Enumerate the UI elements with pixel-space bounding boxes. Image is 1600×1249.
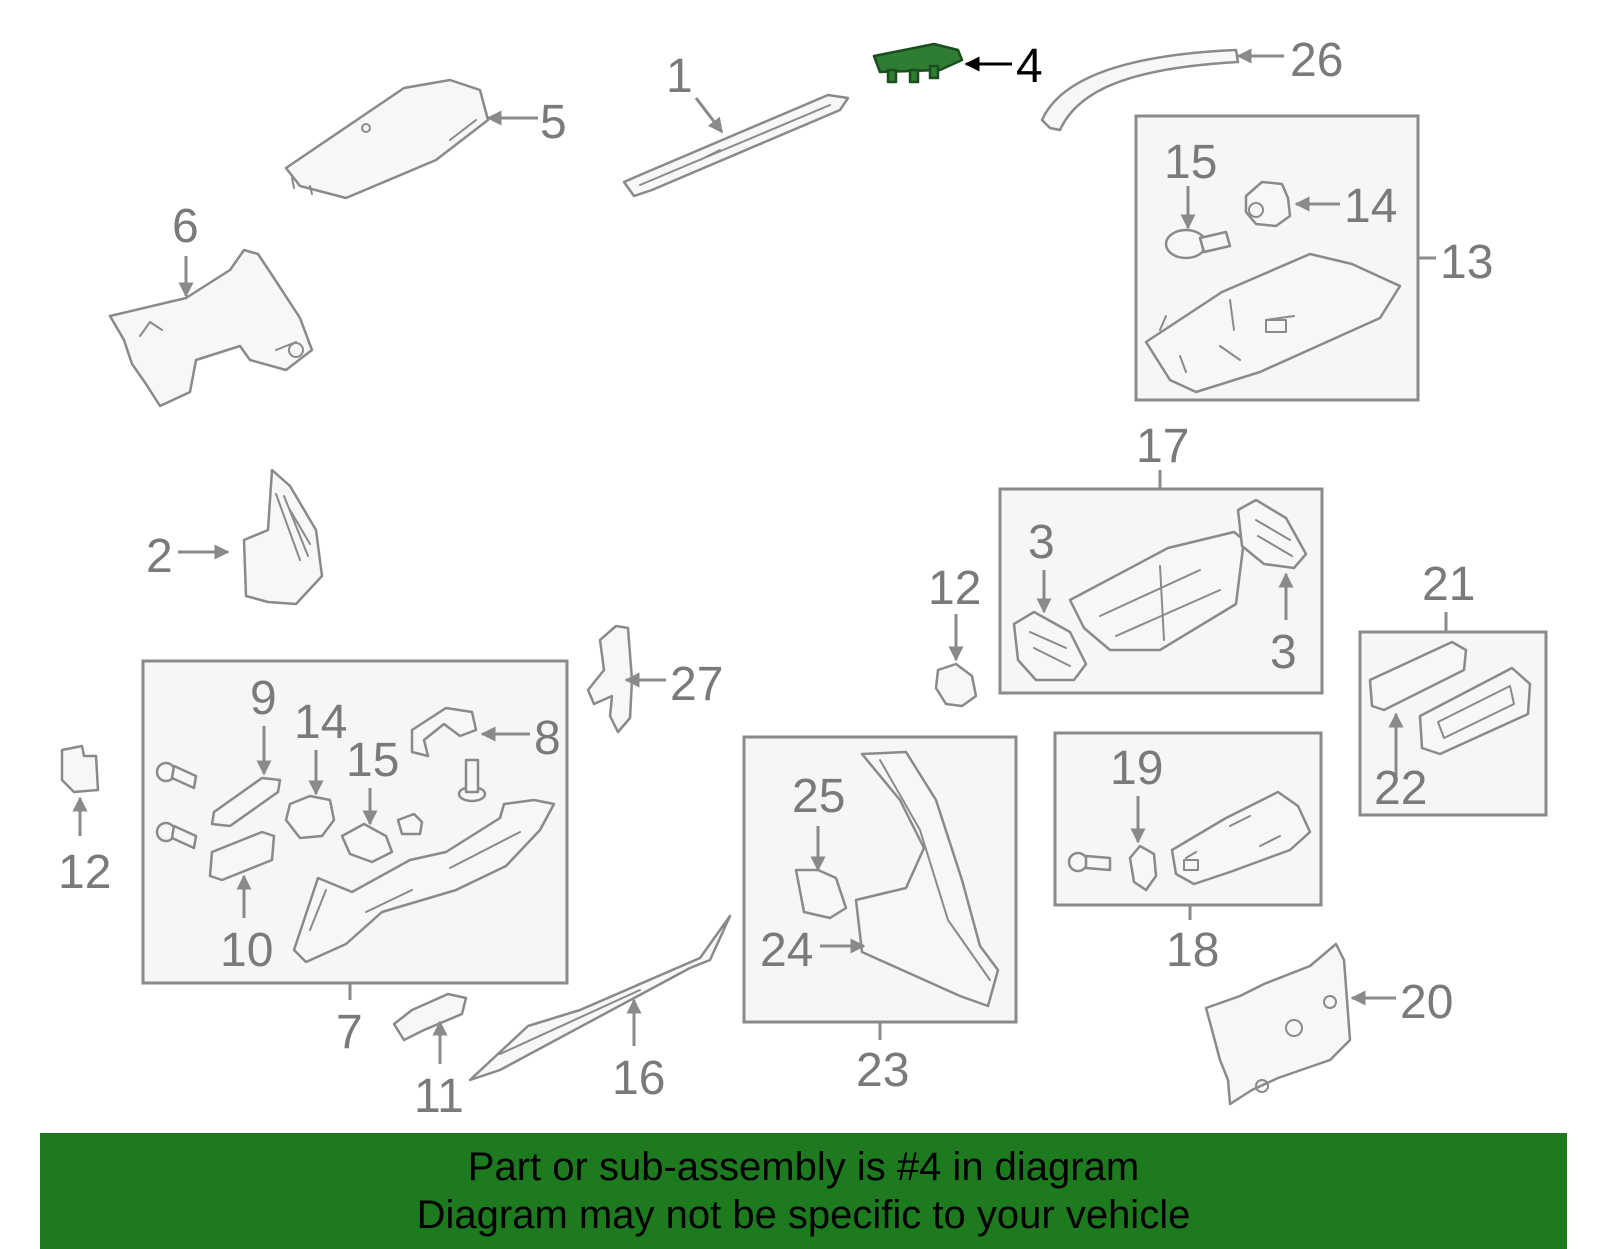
callout-3-right: 3 bbox=[1270, 626, 1297, 679]
part-15-bulb-top bbox=[1164, 228, 1232, 260]
callout-22: 22 bbox=[1374, 762, 1427, 815]
callout-4: 4 bbox=[1016, 40, 1043, 93]
part-9-light bbox=[210, 776, 282, 828]
part-3-vent-right bbox=[1236, 498, 1308, 570]
part-7-lower-panel bbox=[292, 798, 556, 964]
part-27-bracket bbox=[586, 624, 634, 734]
part-3-vent-left bbox=[1012, 610, 1088, 682]
part-4-highlighted-cover bbox=[872, 42, 964, 84]
callout-21: 21 bbox=[1422, 558, 1475, 611]
callout-7: 7 bbox=[336, 1006, 363, 1059]
part-1-rail bbox=[622, 93, 850, 198]
banner-line-2: Diagram may not be specific to your vehi… bbox=[416, 1193, 1191, 1237]
callout-15-lower: 15 bbox=[346, 734, 399, 787]
callout-25: 25 bbox=[792, 770, 845, 823]
screw-lower bbox=[155, 821, 198, 850]
callout-26: 26 bbox=[1290, 34, 1343, 87]
callout-2: 2 bbox=[146, 530, 173, 583]
clip-small bbox=[396, 812, 424, 836]
part-16-sill-plate bbox=[468, 914, 732, 1082]
callout-3-left: 3 bbox=[1028, 516, 1055, 569]
screw-18 bbox=[1067, 851, 1112, 873]
part-6-bracket bbox=[108, 248, 314, 408]
callout-20: 20 bbox=[1400, 976, 1453, 1029]
callout-15-top: 15 bbox=[1164, 136, 1217, 189]
part-14-switch-lower bbox=[284, 794, 336, 840]
part-19-clip bbox=[1128, 844, 1158, 892]
callout-19: 19 bbox=[1110, 742, 1163, 795]
part-11-clip bbox=[392, 992, 468, 1042]
callout-27: 27 bbox=[670, 658, 723, 711]
part-14-switch-top bbox=[1244, 180, 1292, 228]
callout-24: 24 bbox=[760, 924, 813, 977]
part-18-panel bbox=[1170, 790, 1312, 886]
callout-14-lower: 14 bbox=[294, 696, 347, 749]
callout-8: 8 bbox=[534, 712, 561, 765]
callout-23: 23 bbox=[856, 1044, 909, 1097]
callout-6: 6 bbox=[172, 200, 199, 253]
part-22-trim-strip bbox=[1368, 640, 1468, 712]
callout-11: 11 bbox=[414, 1070, 464, 1123]
banner-line-1: Part or sub-assembly is #4 in diagram bbox=[467, 1145, 1140, 1189]
info-banner: Part or sub-assembly is #4 in diagram Di… bbox=[40, 1133, 1567, 1249]
part-12-clip-mid bbox=[934, 662, 978, 708]
part-20-shield bbox=[1204, 942, 1352, 1106]
part-12-clip-left bbox=[60, 744, 100, 794]
part-8-handle bbox=[410, 706, 478, 758]
part-10-switch bbox=[208, 830, 276, 882]
part-24-pillar-trim bbox=[854, 750, 1000, 1008]
callout-17: 17 bbox=[1136, 420, 1189, 473]
part-13-glove-box bbox=[1144, 252, 1402, 394]
callout-9: 9 bbox=[250, 672, 277, 725]
callout-10: 10 bbox=[220, 924, 273, 977]
callout-16: 16 bbox=[612, 1052, 665, 1105]
callout-13: 13 bbox=[1440, 236, 1493, 289]
callout-12-left: 12 bbox=[58, 846, 111, 899]
part-5-lid bbox=[284, 78, 490, 200]
screw-vertical bbox=[457, 758, 487, 803]
part-2-vent bbox=[242, 468, 324, 606]
callout-1: 1 bbox=[666, 50, 693, 103]
part-17-vent-housing bbox=[1068, 530, 1246, 652]
part-21-panel bbox=[1418, 666, 1532, 756]
callout-18: 18 bbox=[1166, 924, 1219, 977]
callout-12-mid: 12 bbox=[928, 562, 981, 615]
callout-14-top: 14 bbox=[1344, 180, 1397, 233]
callout-5: 5 bbox=[540, 96, 567, 149]
screw-upper bbox=[155, 761, 198, 790]
